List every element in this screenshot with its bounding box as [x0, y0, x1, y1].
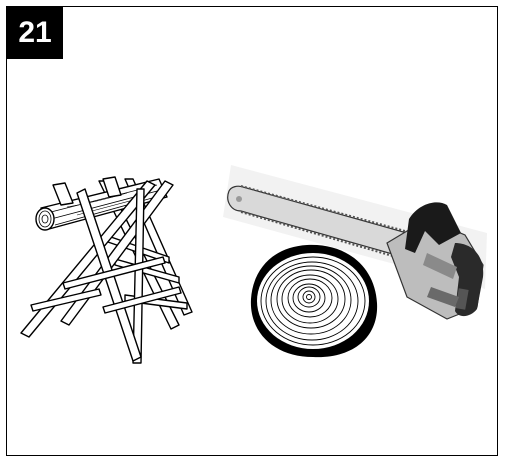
figure-number-badge: 21	[7, 7, 63, 59]
illustration-canvas	[20, 165, 487, 364]
figure-frame: 21	[6, 6, 498, 456]
electric-chainsaw-icon	[223, 165, 487, 320]
sawhorse-with-log-icon	[20, 176, 193, 364]
log-cross-section-icon	[250, 244, 378, 358]
